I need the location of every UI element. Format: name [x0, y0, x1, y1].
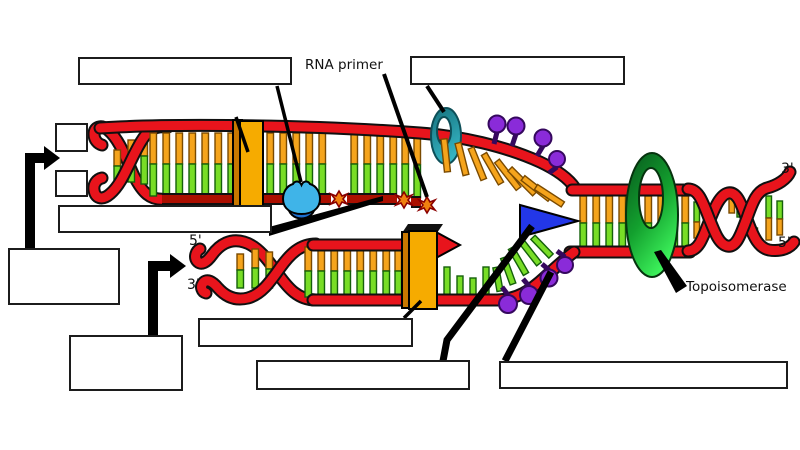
polymerase-block-top	[232, 116, 264, 207]
answer-box-top-left[interactable]	[78, 57, 292, 85]
elbow-arrow-upper	[25, 146, 60, 248]
pointer-box2-to-clamp	[425, 84, 446, 114]
topoisomerase-ring	[624, 152, 680, 278]
answer-box-strand-end-lower[interactable]	[55, 170, 88, 197]
pointer-box5-to-okazaki	[269, 196, 383, 236]
parental-duplex	[563, 152, 800, 278]
answer-box-strand-end-upper[interactable]	[55, 123, 88, 152]
polymerase-teardrop	[281, 180, 322, 220]
pointer-topoisomerase	[654, 250, 687, 293]
lower-helix-twist	[189, 234, 323, 307]
answer-box-mid-left[interactable]	[8, 248, 120, 305]
answer-box-under-bottom-helix[interactable]	[198, 318, 413, 347]
pointer-rna-primer	[382, 73, 429, 198]
ssb-proteins-top	[487, 114, 566, 175]
upper-daughter-duplex	[87, 107, 582, 220]
parental-three-prime-label: 3'	[781, 161, 794, 177]
answer-box-lower-left[interactable]	[69, 335, 183, 391]
daughter-three-prime-label: 3'	[187, 277, 200, 293]
sliding-clamp-ring	[429, 107, 463, 165]
rna-primer-marks	[328, 189, 438, 215]
fork-single-strand-bases	[440, 137, 566, 297]
answer-box-top-right[interactable]	[410, 56, 625, 85]
lower-daughter-duplex	[189, 224, 581, 310]
rna-primer-label: RNA primer	[305, 57, 383, 73]
answer-box-bottom-right[interactable]	[499, 361, 788, 389]
pointer-box8-to-gold-block	[402, 299, 423, 320]
helicase-triangle	[519, 203, 582, 239]
answer-box-under-top-strand[interactable]	[58, 205, 272, 233]
answer-box-bottom-center[interactable]	[256, 360, 470, 390]
pointer-ssb-to-box10	[501, 270, 555, 363]
pointer-helicase-to-box9	[439, 223, 535, 362]
topoisomerase-label: Topoisomerase	[686, 279, 787, 295]
daughter-five-prime-label: 5'	[189, 233, 202, 249]
upper-base-pairs	[149, 132, 422, 199]
lower-base-pairs	[304, 246, 403, 298]
parental-five-prime-label: 5'	[778, 235, 791, 251]
polymerase-block-bottom	[401, 224, 443, 310]
pointer-lines	[269, 73, 687, 363]
pointer-box1-to-teardrop	[275, 85, 303, 183]
elbow-arrow-lower	[148, 254, 186, 336]
right-helix	[681, 165, 800, 258]
upper-helix-twist	[87, 120, 175, 206]
